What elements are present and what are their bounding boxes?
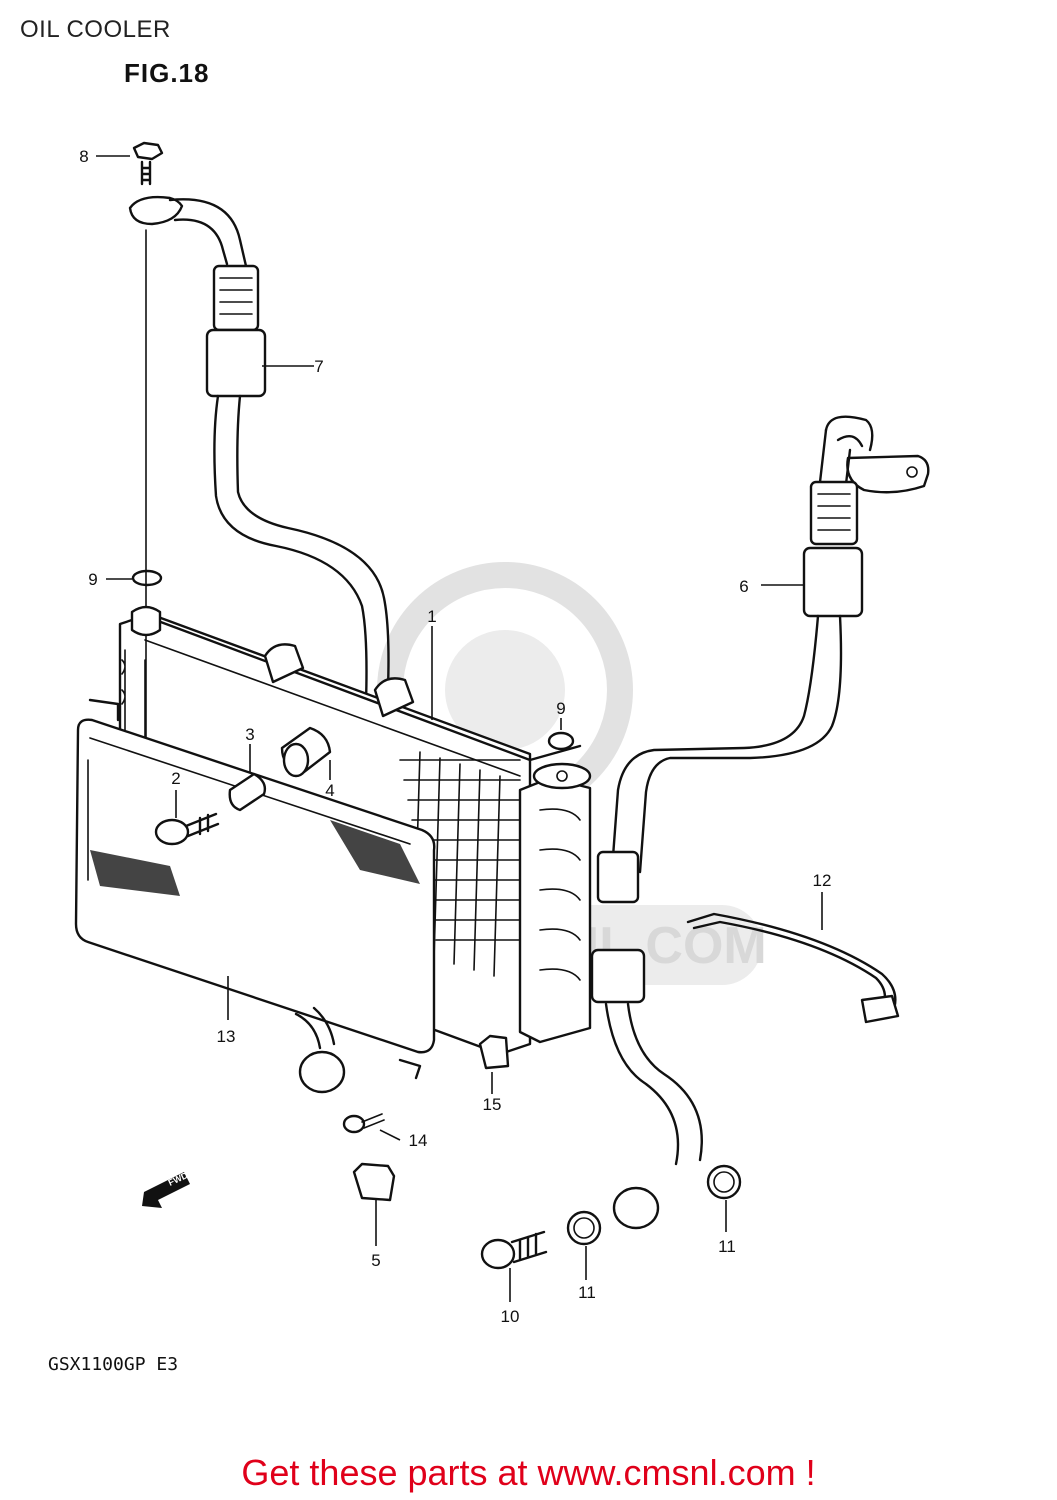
callout-15: 15 — [483, 1095, 502, 1114]
page-title: OIL COOLER — [20, 16, 171, 43]
callout-labels: 1 2 3 4 5 6 7 8 9 9 10 11 11 12 13 14 15 — [79, 147, 831, 1326]
model-code: GSX1100GP E3 — [48, 1354, 179, 1375]
oil-hose-part-6 — [610, 415, 930, 874]
callout-6: 6 — [739, 577, 748, 596]
callout-9-upper: 9 — [88, 570, 97, 589]
screw-part-14 — [342, 1113, 385, 1134]
leader-lines — [96, 155, 823, 1302]
spacer-part-3 — [228, 772, 267, 812]
bolt-part-2 — [154, 812, 220, 846]
callout-7: 7 — [314, 357, 323, 376]
gasket-part-9-right — [547, 731, 575, 751]
callout-4: 4 — [325, 781, 334, 800]
gaskets-part-11 — [566, 1164, 742, 1246]
callout-14: 14 — [409, 1131, 428, 1150]
figure-label: FIG.18 — [124, 58, 210, 88]
callout-11-right: 11 — [718, 1237, 736, 1256]
callout-8: 8 — [79, 147, 88, 166]
oil-hose-part-7 — [128, 195, 390, 704]
bolt-part-10 — [480, 1230, 548, 1270]
callout-12: 12 — [813, 871, 832, 890]
promo-link[interactable]: Get these parts at www.cmsnl.com ! — [241, 1452, 816, 1493]
clip-part-5 — [352, 1162, 396, 1202]
lower-hose-fittings — [294, 850, 703, 1230]
callout-5: 5 — [371, 1251, 380, 1270]
clip-part-15 — [478, 1034, 510, 1070]
callout-3: 3 — [245, 725, 254, 744]
bolt-part-8 — [132, 141, 164, 186]
gasket-part-9-upper — [131, 569, 163, 587]
callout-9-right: 9 — [556, 699, 565, 718]
strap-part-12 — [686, 912, 897, 1016]
callout-1: 1 — [427, 607, 436, 626]
callout-2: 2 — [171, 769, 180, 788]
callout-11-left: 11 — [578, 1283, 596, 1302]
callout-13: 13 — [217, 1027, 236, 1046]
forward-arrow-icon: FWD — [142, 1170, 190, 1208]
grommet-part-4 — [280, 726, 332, 778]
callout-10: 10 — [501, 1307, 520, 1326]
cover-net-part-13 — [74, 698, 436, 1080]
